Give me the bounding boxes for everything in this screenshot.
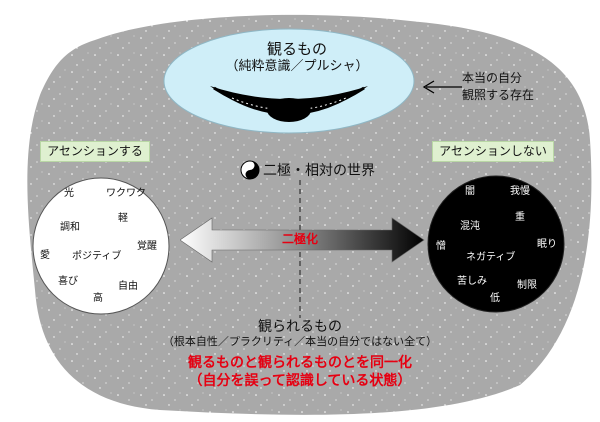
- polarization-label: 二極化: [281, 232, 318, 246]
- ascend-tag: アセンションする: [40, 141, 150, 162]
- right-word-negative: ネガティブ: [466, 252, 516, 263]
- right-word-endurance: 我慢: [510, 186, 530, 197]
- eye-subtitle: （純粋意識／プルシャ）: [225, 59, 369, 74]
- identification-line-2: （自分を誤って認識している状態）: [188, 373, 412, 389]
- right-word-low: 低: [490, 293, 500, 304]
- right-word-heavy: 重: [515, 212, 525, 223]
- left-word-harmony: 調和: [60, 222, 80, 233]
- left-word-light-weight: 軽: [118, 213, 128, 224]
- left-word-love: 愛: [40, 250, 50, 261]
- right-word-restriction: 制限: [517, 280, 537, 291]
- ascend-circle: [32, 177, 170, 315]
- left-word-joy: 喜び: [58, 276, 78, 287]
- seen-title: 観られるもの: [258, 319, 342, 335]
- right-word-suffering: 苦しみ: [457, 276, 487, 287]
- left-word-wakuwaku: ワクワク: [106, 188, 146, 199]
- world-label: 二極・相対の世界: [263, 163, 375, 179]
- eye-ellipse: [163, 28, 415, 134]
- eye-title: 観るもの: [266, 40, 327, 58]
- right-word-darkness: 闇: [465, 186, 475, 197]
- not-ascend-circle: [427, 175, 565, 313]
- left-word-freedom: 自由: [118, 281, 138, 292]
- right-word-sleep: 眠り: [537, 239, 557, 250]
- right-word-chaos: 混沌: [460, 221, 480, 232]
- eye-icon: [210, 86, 368, 122]
- note-line-2: 観照する存在: [462, 88, 535, 102]
- left-word-high: 高: [93, 293, 103, 304]
- left-word-positive: ポジティブ: [72, 251, 122, 262]
- right-word-hatred: 憎: [436, 241, 446, 252]
- left-word-light: 光: [64, 188, 74, 199]
- note-line-1: 本当の自分: [462, 71, 523, 85]
- left-word-awakening: 覚醒: [137, 241, 157, 252]
- not-ascend-tag: アセンションしない: [432, 141, 554, 162]
- identification-line-1: 観るものと観られるものとを同一化: [188, 355, 412, 371]
- seen-subtitle: （根本自性／プラクリティ／本当の自分ではない全て）: [162, 335, 438, 348]
- true-self-note: 本当の自分 観照する存在: [462, 70, 534, 104]
- yin-yang-icon: [240, 160, 260, 180]
